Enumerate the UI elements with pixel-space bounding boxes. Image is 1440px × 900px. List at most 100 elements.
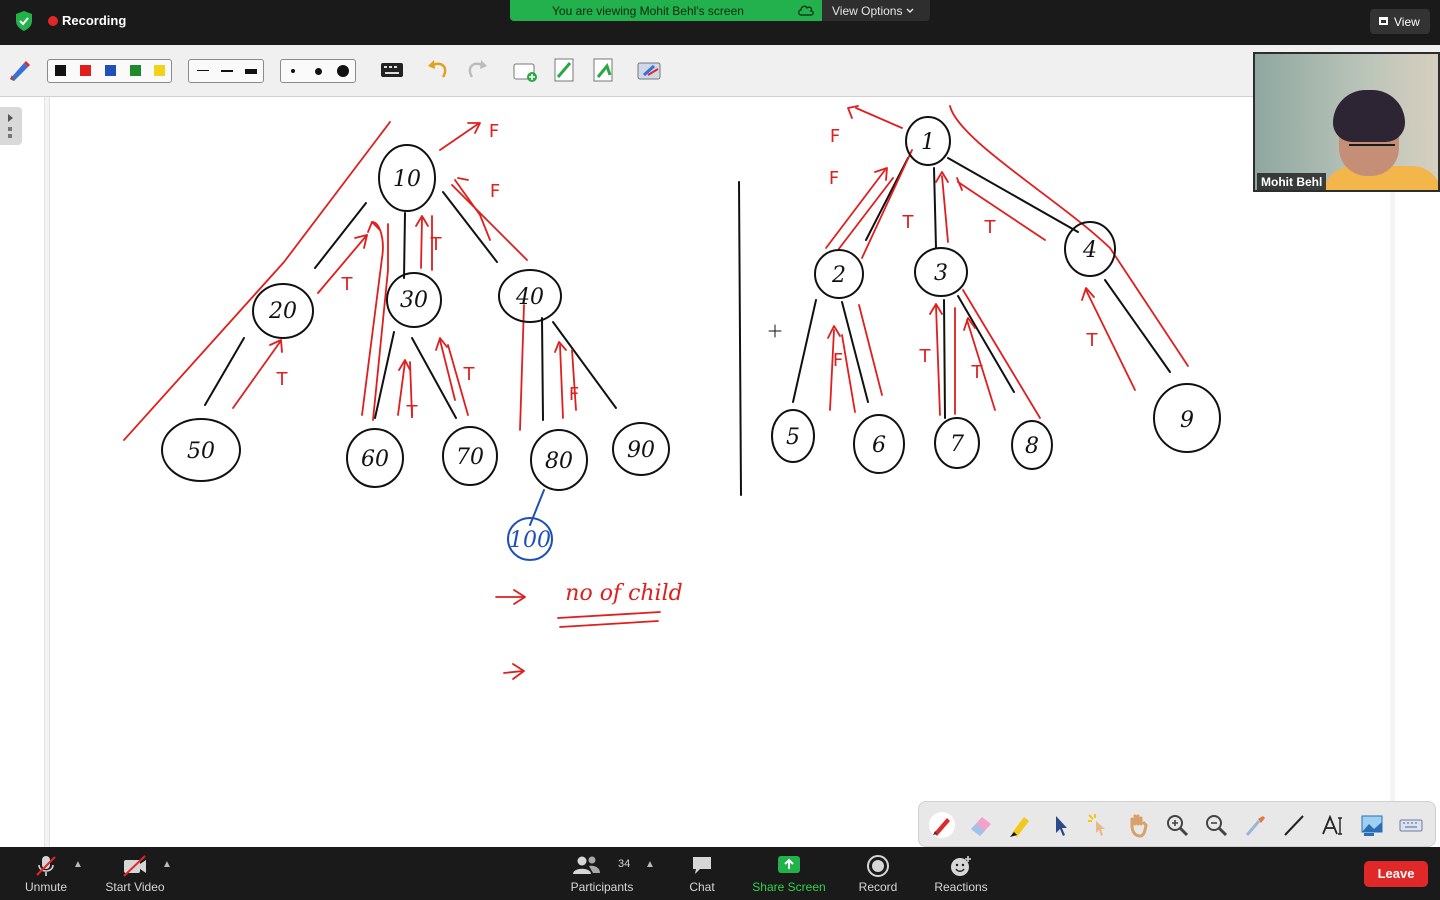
line-width-thick[interactable] xyxy=(245,69,257,74)
record-icon xyxy=(867,855,889,877)
left-tree-node-label: 50 xyxy=(187,439,215,464)
highlighter-icon[interactable] xyxy=(1006,811,1034,839)
save-icon[interactable] xyxy=(551,57,577,83)
audio-options-caret-icon[interactable]: ▲ xyxy=(73,859,83,870)
hand-icon[interactable] xyxy=(1124,811,1152,839)
dot-size-small[interactable] xyxy=(291,69,295,73)
right-tree-node-label: 8 xyxy=(1025,434,1039,459)
dot-size-large[interactable] xyxy=(337,65,349,77)
video-person-glasses xyxy=(1349,134,1395,146)
keyboard-icon[interactable] xyxy=(379,57,405,83)
leave-button[interactable]: Leave xyxy=(1364,861,1428,887)
share-screen-icon xyxy=(778,856,800,873)
undo-icon[interactable] xyxy=(425,57,451,83)
edge-label: F xyxy=(490,181,500,202)
left-tree-node-label: 80 xyxy=(545,449,573,474)
edge-label: T xyxy=(902,212,915,233)
view-button[interactable]: View xyxy=(1370,9,1430,34)
dot-size-medium[interactable] xyxy=(315,68,322,75)
edge-label: T xyxy=(430,234,443,255)
eraser-icon[interactable] xyxy=(967,811,995,839)
viewing-banner: You are viewing Mohit Behl's screen xyxy=(510,0,822,21)
dot-size-picker xyxy=(280,59,356,83)
left-tree-node-label: 100 xyxy=(509,528,551,553)
left-tree-node-label: 60 xyxy=(361,447,389,472)
chat-icon xyxy=(693,857,711,874)
eyedropper-icon[interactable] xyxy=(1241,811,1269,839)
speaker-video-tile[interactable]: Mohit Behl xyxy=(1253,52,1440,192)
right-tree-node-label: 9 xyxy=(1180,408,1194,433)
color-swatch-red[interactable] xyxy=(80,65,91,76)
participants-options-caret-icon[interactable]: ▲ xyxy=(645,859,655,870)
view-options-button[interactable]: View Options xyxy=(822,0,930,21)
image-icon[interactable] xyxy=(1358,811,1386,839)
clear-icon[interactable] xyxy=(636,57,662,83)
participant-name-label: Mohit Behl xyxy=(1257,173,1327,190)
left-tree-node-label: 70 xyxy=(456,445,484,470)
pen-icon[interactable] xyxy=(928,811,956,839)
meeting-controls-bar: Unmute ▲ Start Video ▲ 34 Participants ▲… xyxy=(0,847,1440,900)
shield-icon[interactable] xyxy=(14,10,34,32)
whiteboard-tools-bar xyxy=(918,801,1436,847)
recording-dot-icon xyxy=(48,16,58,26)
right-tree-node-label: 6 xyxy=(872,433,886,458)
line-width-thin[interactable] xyxy=(197,70,209,71)
left-tree-edges xyxy=(204,191,617,526)
left-tree-node-label: 90 xyxy=(627,438,655,463)
reactions-label: Reactions xyxy=(934,880,988,894)
reactions-icon xyxy=(951,856,971,876)
export-icon[interactable] xyxy=(590,57,616,83)
view-options-label: View Options xyxy=(832,4,903,18)
left-tree-node-label: 10 xyxy=(393,167,421,192)
recording-label: Recording xyxy=(62,13,127,28)
record-button[interactable]: Record xyxy=(852,852,904,896)
right-tree-node-label: 4 xyxy=(1082,238,1097,263)
microphone-muted-icon xyxy=(36,856,56,876)
right-tree-node-label: 5 xyxy=(786,425,800,450)
participants-icon xyxy=(573,856,600,874)
participants-button[interactable]: 34 Participants xyxy=(562,852,642,896)
start-video-button[interactable]: Start Video xyxy=(98,852,172,896)
text-icon[interactable] xyxy=(1319,811,1347,839)
side-panel-toggle[interactable] xyxy=(0,107,22,145)
video-options-caret-icon[interactable]: ▲ xyxy=(162,859,172,870)
zoom-out-icon[interactable] xyxy=(1202,811,1230,839)
color-swatch-yellow[interactable] xyxy=(154,65,165,76)
spotlight-icon[interactable] xyxy=(1085,811,1113,839)
share-screen-button[interactable]: Share Screen xyxy=(748,852,830,896)
edge-label: F xyxy=(830,126,840,147)
cloud-icon xyxy=(798,5,814,16)
right-tree-edges xyxy=(738,157,1171,496)
unmute-button[interactable]: Unmute xyxy=(16,852,76,896)
edge-label: F xyxy=(833,350,843,371)
color-swatch-blue[interactable] xyxy=(105,65,116,76)
chat-button[interactable]: Chat xyxy=(676,852,728,896)
redo-icon[interactable] xyxy=(464,57,490,83)
reactions-button[interactable]: Reactions xyxy=(928,852,994,896)
right-tree-node-label: 7 xyxy=(950,432,964,457)
color-swatch-green[interactable] xyxy=(130,65,141,76)
edge-label: F xyxy=(569,384,579,405)
color-swatch-black[interactable] xyxy=(55,65,66,76)
edge-label: T xyxy=(341,274,354,295)
right-tree-node-label: 1 xyxy=(921,130,935,155)
share-screen-label: Share Screen xyxy=(752,880,826,894)
line-width-medium[interactable] xyxy=(221,70,233,72)
meeting-top-bar: Recording You are viewing Mohit Behl's s… xyxy=(0,0,1440,45)
pen-icon[interactable] xyxy=(6,57,32,83)
new-page-icon[interactable] xyxy=(512,57,538,83)
line-width-picker xyxy=(188,59,264,83)
unmute-label: Unmute xyxy=(24,880,68,894)
tree-node-circles xyxy=(161,116,1221,561)
right-margin-strip xyxy=(1390,97,1395,847)
line-icon[interactable] xyxy=(1280,811,1308,839)
keyboard-icon[interactable] xyxy=(1397,811,1425,839)
note-arrows xyxy=(495,589,661,680)
edge-label: F xyxy=(829,168,839,189)
pointer-icon[interactable] xyxy=(1046,811,1074,839)
edge-label: T xyxy=(276,369,289,390)
zoom-in-icon[interactable] xyxy=(1163,811,1191,839)
